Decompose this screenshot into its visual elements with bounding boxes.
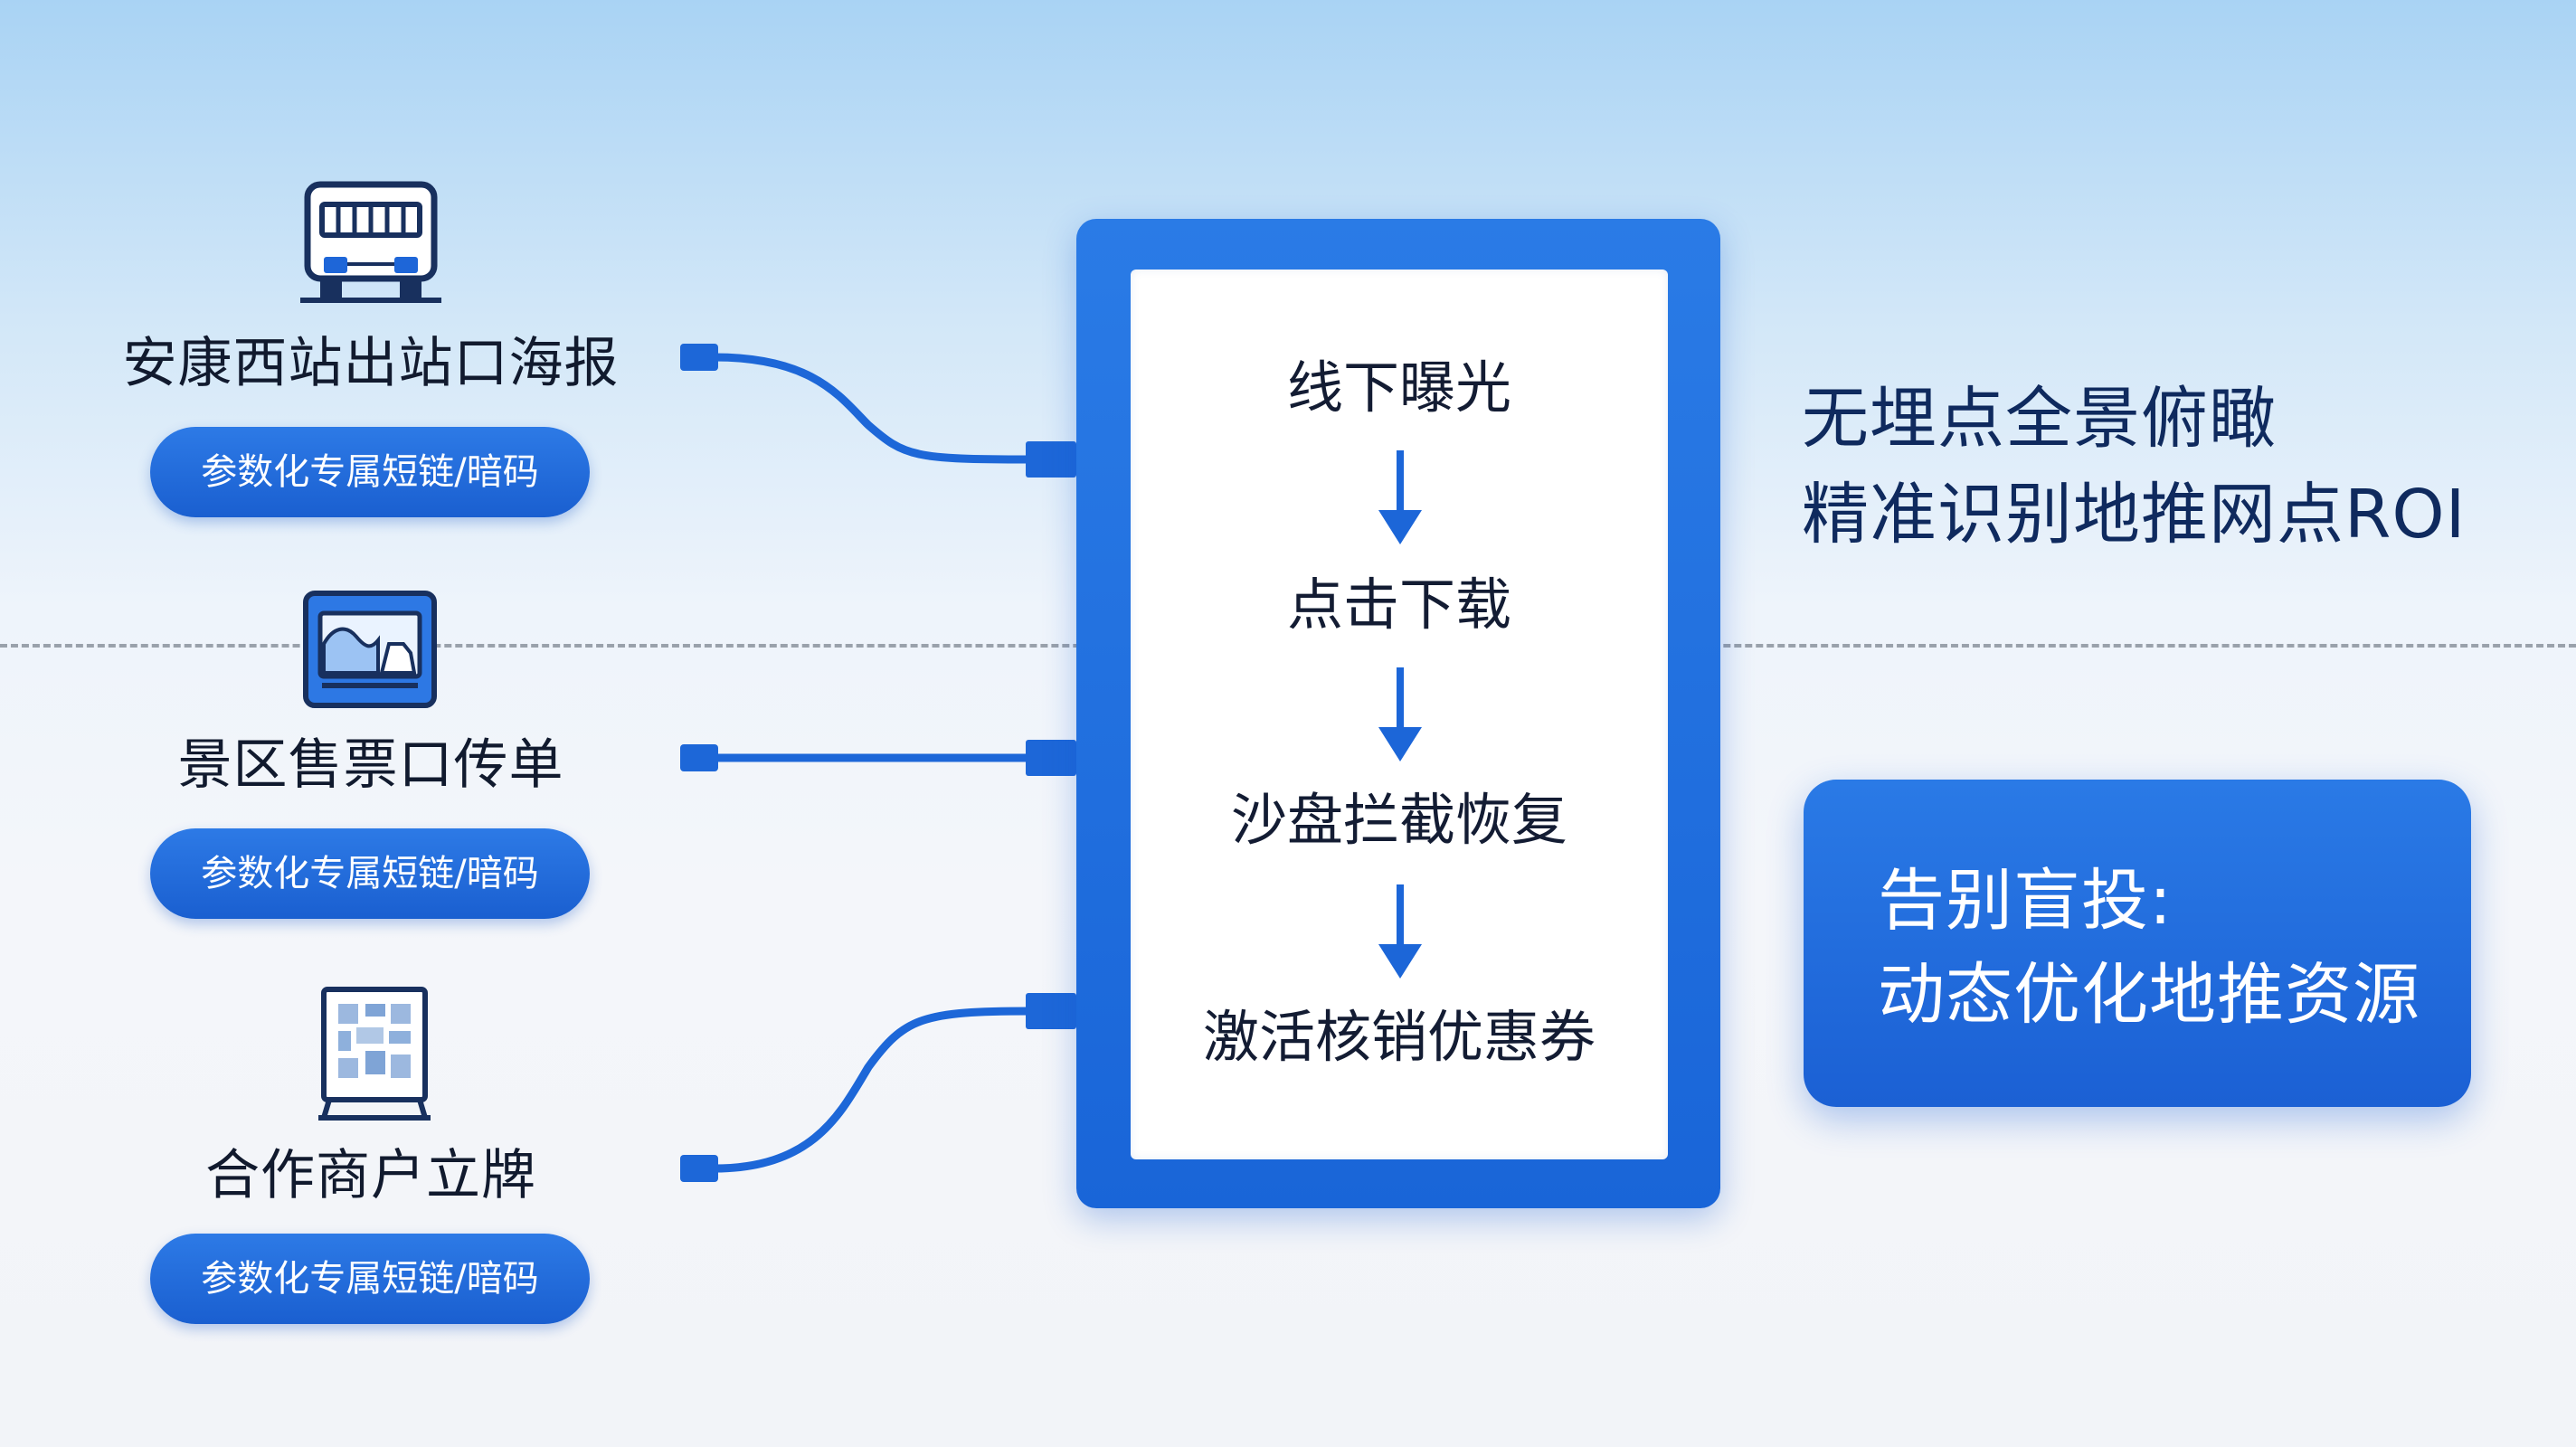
connector-plug-top-left xyxy=(680,344,718,371)
source-pill-standee: 参数化专属短链/暗码 xyxy=(150,1234,590,1324)
qr-standee-icon xyxy=(318,987,431,1121)
connector-cable-top xyxy=(710,353,1036,464)
source-pill-flyer: 参数化专属短链/暗码 xyxy=(150,828,590,919)
roi-statement: 无埋点全景俯瞰 精准识别地推网点ROI xyxy=(1802,371,2543,563)
callout-line-1: 告别盲投: xyxy=(1878,862,2173,940)
flow-step-exposure: 线下曝光 xyxy=(1286,355,1511,421)
arrow-down-icon xyxy=(1378,667,1422,761)
connector-plug-middle-left xyxy=(680,744,718,771)
landscape-flyer-icon xyxy=(303,591,437,708)
connector-plug-top-right xyxy=(1026,441,1076,478)
roi-line-1: 无埋点全景俯瞰 xyxy=(1802,380,2277,458)
connector-plug-middle-right xyxy=(1026,740,1076,776)
source-pill-poster: 参数化专属短链/暗码 xyxy=(150,427,590,517)
flow-step-click-download: 点击下载 xyxy=(1286,572,1511,638)
arrow-down-icon xyxy=(1378,884,1422,979)
connector-plug-bottom-right xyxy=(1026,993,1076,1029)
arrow-down-icon xyxy=(1378,450,1422,544)
callout-line-2: 动态优化地推资源 xyxy=(1878,956,2420,1034)
callout-box xyxy=(1804,780,2471,1107)
roi-line-2: 精准识别地推网点ROI xyxy=(1802,476,2467,553)
source-title-standee: 合作商户立牌 xyxy=(205,1144,536,1207)
connector-plug-bottom-left xyxy=(680,1155,718,1182)
connector-cable-bottom xyxy=(710,1007,1036,1173)
bus-icon xyxy=(300,181,441,303)
callout-text: 告别盲投: 动态优化地推资源 xyxy=(1878,854,2457,1042)
source-title-flyer: 景区售票口传单 xyxy=(177,733,564,797)
source-title-poster: 安康西站出站口海报 xyxy=(122,332,620,395)
flow-step-activate-coupon: 激活核销优惠券 xyxy=(1202,1004,1596,1070)
flow-step-sandbox-recovery: 沙盘拦截恢复 xyxy=(1230,787,1567,853)
